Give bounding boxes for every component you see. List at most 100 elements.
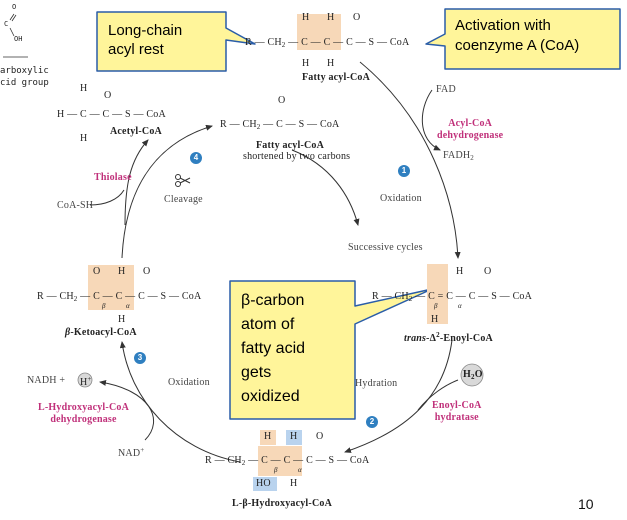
hydroxy-ch2-sub: 2 [241,459,246,467]
enoyl-coa-label: trans-Δ2-Enoyl-CoA [404,331,493,344]
short-acyl-s: S [298,119,305,130]
keto-chain: R — CH2 — C — C — C — S — CoA [37,291,202,303]
fatty-acyl-c1: C [301,37,308,48]
enoyl-prefix: trans- [404,333,430,344]
enoyl-ch2: CH [394,291,409,302]
callout-beta-line1: β-carbon [241,292,305,309]
hydroxy-o-top: O [316,431,324,442]
callout-beta-line4: gets [241,364,272,381]
acetyl-c1: C [80,109,87,120]
arrow-h2o [417,379,459,411]
acyl-coa-dh-label: Acyl-CoA dehydrogenase [437,118,503,142]
fad-label: FAD [436,84,456,95]
oxidation-1-label: Oxidation [380,193,422,204]
fadh2-label: FADH2 [443,150,474,162]
short-acyl-chain: R — CH2 — C — S — CoA [220,119,340,131]
step-3-badge: 3 [134,352,146,364]
highlight-hydroxy-ho [253,477,277,491]
callout-activation: Activation with coenzyme A (CoA) [455,16,579,56]
nad-sup: + [140,446,145,454]
fatty-acyl-o-top: O [353,12,361,23]
enoyl-c1: C [428,291,435,302]
nad-text: NAD [118,448,141,459]
callout-beta-line5: oxidized [241,388,300,405]
highlight-fatty-acyl [297,14,341,50]
hydroxy-h-top2: H [290,431,298,442]
carboxylic-structure [3,13,28,58]
callout-beta-line3: fatty acid [241,340,306,357]
h-plus-circle [77,372,93,388]
short-acyl-c: C [276,119,283,130]
enoyl-o-top: O [484,266,492,277]
hydroxy-coa-group: CoA [349,455,370,466]
keto-h-bot: H [118,314,126,325]
keto-c2: C [115,291,123,302]
keto-o-top2: O [143,266,151,277]
ketoacyl-coa-label: β-Ketoacyl-CoA [65,327,137,338]
nad-label: NAD+ [118,446,144,459]
h-plus-label: H+ [80,375,92,388]
hydroxy-s: S [328,455,335,466]
keto-ch2-sub: 2 [73,295,78,303]
acetyl-h-top: H [80,83,88,94]
enoyl-chain: R — CH2 — C = C — C — S — CoA [372,291,533,303]
successive-cycles-label: Successive cycles [348,242,423,253]
highlight-hydroxy-c [258,446,302,476]
keto-ch2: CH [59,291,74,302]
short-acyl-ch2-sub: 2 [256,123,261,131]
hydration-label: Hydration [355,378,398,389]
fatty-acyl-h-bot1: H [302,58,310,69]
arrow-step1 [359,61,461,259]
enoyl-hydratase-label: Enoyl-CoA hydratase [432,400,482,424]
enoyl-r: R [372,291,379,302]
short-acyl-coa-group: CoA [319,119,340,130]
scissors-icon [175,174,191,187]
short-acyl-o-top: O [278,95,286,106]
callout-acyl-rest: Long-chain acyl rest [108,21,182,59]
ketoacyl-rest: -Ketoacyl-CoA [70,327,137,338]
callout-acyl-rest-shape [96,11,256,72]
hydroxy-chain: R — CH2 — C — C — C — S — CoA [205,455,370,467]
thiolase-label: Thiolase [94,172,132,183]
carboxylic-o: O [12,3,17,11]
fatty-acyl-r: R [245,37,252,48]
acyl-coa-dh-line2: dehydrogenase [437,130,504,141]
arrow-step4 [121,124,213,259]
h-plus-text: H [80,377,88,388]
short-acyl-coa-label: Fatty acyl-CoA [256,140,325,151]
nadh-text: NADH [27,375,57,386]
acetyl-coa-label: Acetyl-CoA [110,126,162,137]
enoyl-c3: C [468,291,476,302]
fadh2-sub: 2 [470,154,474,162]
fatty-acyl-ch2-sub: 2 [281,41,286,49]
hydroxy-beta: β [274,466,278,474]
highlight-hydroxy-h1 [260,430,276,445]
hydroxy-r: R [205,455,212,466]
keto-h-top: H [118,266,126,277]
acetyl-o-top: O [104,90,112,101]
hydroxy-c3: C [306,455,313,466]
hydroxy-c2: C [283,455,291,466]
hydroxy-h-bot: H [290,478,298,489]
fatty-acyl-h-top1: H [302,12,310,23]
hydroxyacyl-dh-line2: dehydrogenase [50,414,117,425]
enoyl-h-bot: H [431,314,439,325]
cleavage-label: Cleavage [164,194,203,205]
page-number: 10 [578,496,594,512]
keto-c1: C [93,291,100,302]
acetyl-c2: C [102,109,110,120]
step-2-badge: 2 [366,416,378,428]
enoyl-beta: β [434,302,438,310]
h2o-circle [460,363,484,387]
arrow-nad [99,379,155,441]
callout-acyl-rest-line1: Long-chain [108,22,183,39]
carboxylic-c: C [4,20,9,28]
carboxylic-oh: OH [14,35,23,43]
hydroxyacyl-coa-label: L-β-Hydroxyacyl-CoA [232,498,332,509]
acetyl-s: S [125,109,131,120]
arrow-acetyl [124,139,149,226]
highlight-hydroxy-h2 [286,430,302,445]
keto-s: S [160,291,167,302]
callout-beta-shape [229,280,433,420]
acetyl-h-left: H [57,109,65,120]
